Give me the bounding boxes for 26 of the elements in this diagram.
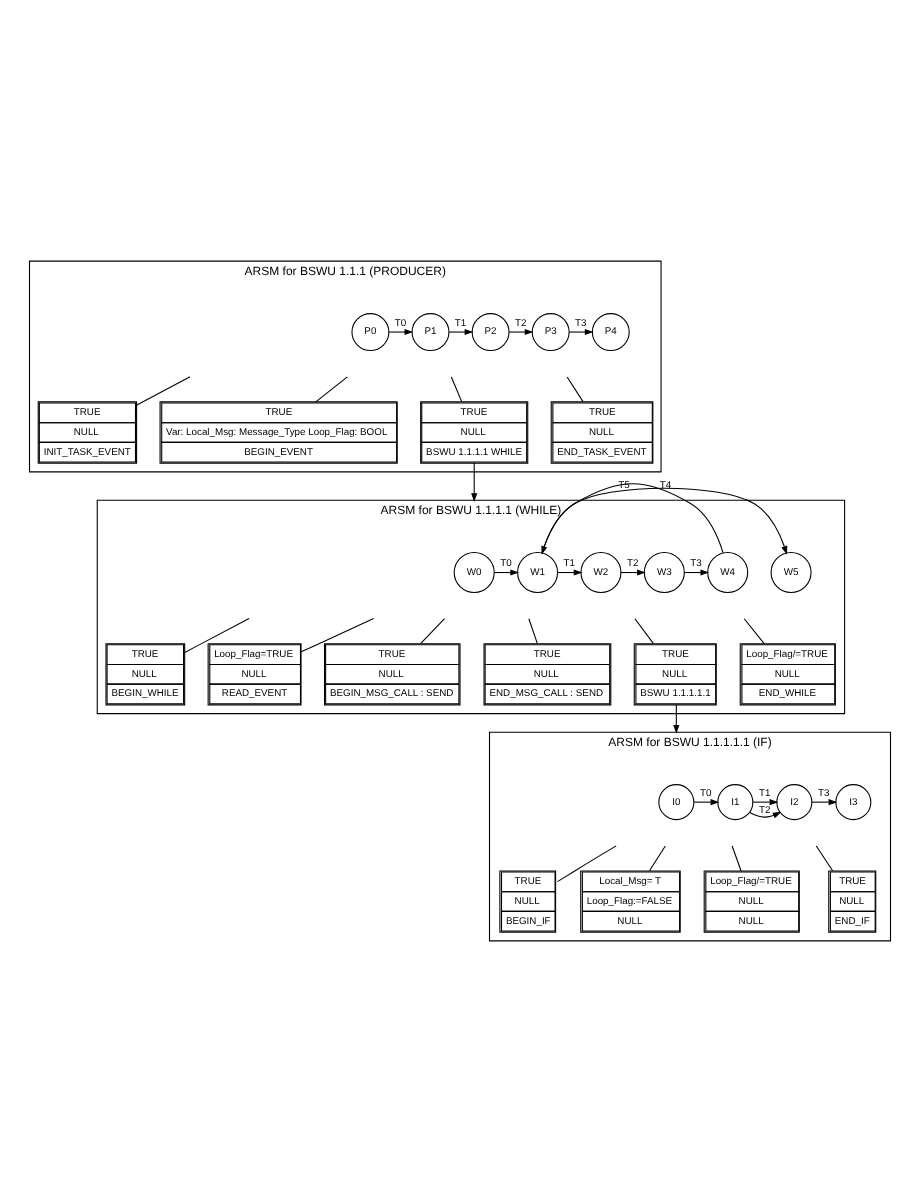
- arrow: [749, 811, 782, 819]
- connector: [815, 845, 834, 872]
- connector: [450, 376, 463, 403]
- connector: [136, 376, 191, 406]
- arrow: [508, 329, 534, 336]
- arrow: [448, 329, 474, 336]
- connector: [648, 845, 666, 872]
- connector: [731, 845, 742, 872]
- arrow: [541, 483, 724, 555]
- connector: [315, 376, 348, 403]
- connector: [566, 376, 584, 403]
- arrow: [752, 799, 779, 806]
- arrow: [693, 799, 720, 806]
- arrow: [471, 462, 478, 502]
- connector: [184, 618, 250, 653]
- arrow: [568, 329, 594, 336]
- connector: [300, 618, 375, 653]
- connector: [420, 618, 446, 644]
- connector: [634, 618, 654, 644]
- connector: [556, 845, 617, 883]
- connector: [743, 618, 765, 644]
- connector: [528, 618, 538, 644]
- arrow: [811, 799, 838, 806]
- arrow: [388, 329, 414, 336]
- arrow: [541, 487, 788, 555]
- arrow: [673, 704, 680, 734]
